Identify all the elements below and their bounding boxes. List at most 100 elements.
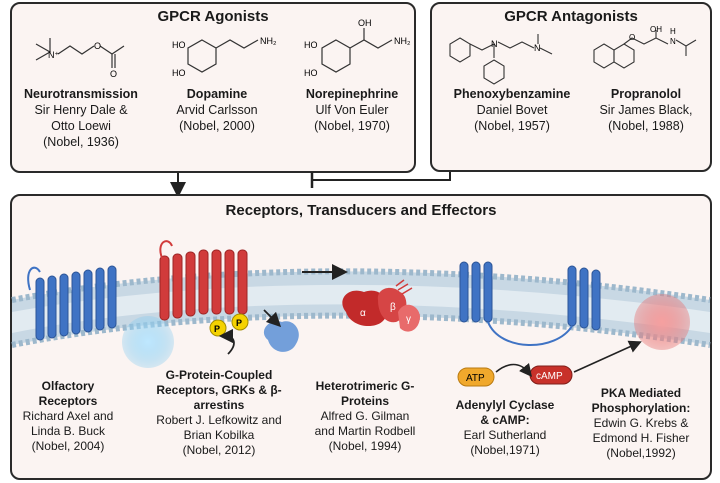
atp-pill [457, 367, 495, 387]
label-name: Proteins [340, 394, 389, 408]
agonist-dopamine: Dopamine Arvid Carlsson (Nobel, 2000) [162, 86, 272, 134]
atp-label: ATP [466, 373, 485, 384]
agonist-line: Arvid Carlsson [176, 103, 258, 117]
norepinephrine-structure: HO HO OH NH₂ [304, 18, 411, 78]
agonists-title: GPCR Agonists [157, 8, 269, 25]
agonist-name: Norepinephrine [305, 87, 399, 101]
antagonist-name: Propranolol [610, 87, 682, 101]
label-line: and Martin Rodbell [314, 424, 416, 438]
agonist-line: (Nobel, 2000) [179, 119, 255, 133]
atp-to-camp-arrow [495, 363, 533, 377]
gamma-label: γ [406, 314, 411, 325]
label-olfactory: Olfactory Receptors Richard Axel and Lin… [18, 379, 118, 454]
label-line: Alfred G. Gilman [320, 409, 410, 423]
label-name: Adenylyl Cyclase [455, 398, 555, 412]
acetylcholine-structure: N⁺ O O [35, 38, 125, 79]
alpha-label: α [360, 308, 366, 319]
adenylyl-cyclase [459, 261, 601, 331]
phospho-label-2: P [236, 318, 242, 328]
nplus-label: N⁺ [48, 50, 59, 60]
agonist-line: Sir Henry Dale & [34, 103, 128, 117]
gpcr-red-receptor [159, 249, 248, 321]
label-line: (Nobel,1971) [470, 443, 540, 457]
prop-n: N [670, 37, 676, 46]
label-name: Receptors, GRKs & β- [156, 383, 282, 397]
norepi-ho-2: HO [304, 68, 318, 78]
beta-label: β [390, 302, 396, 313]
dopamine-ho-1: HO [172, 40, 186, 50]
antagonist-line: Sir James Black, [599, 103, 693, 117]
label-line: Earl Sutherland [463, 428, 547, 442]
pka-protein [634, 294, 690, 350]
label-gpcr: G-Protein-Coupled Receptors, GRKs & β- a… [144, 368, 294, 458]
label-line: Linda B. Buck [30, 424, 106, 438]
label-line: Brian Kobilka [183, 428, 255, 442]
ester-o-label: O [94, 41, 101, 51]
label-line: (Nobel, 2012) [182, 443, 256, 457]
agonist-name: Neurotransmission [24, 87, 138, 101]
gpcr-ligand-cloud [122, 316, 174, 368]
agonist-neurotransmission: Neurotransmission Sir Henry Dale & Otto … [16, 86, 146, 150]
antagonist-name: Phenoxybenzamine [453, 87, 571, 101]
antagonist-inhibit-line [312, 172, 451, 181]
antagonist-phenoxybenzamine: Phenoxybenzamine Daniel Bovet (Nobel, 19… [442, 86, 582, 134]
norepi-oh: OH [358, 18, 372, 28]
label-pka: PKA Mediated Phosphorylation: Edwin G. K… [574, 386, 708, 461]
antagonist-line: (Nobel, 1957) [474, 119, 550, 133]
antagonist-line: (Nobel, 1988) [608, 119, 684, 133]
agonist-line: (Nobel, 1970) [314, 119, 390, 133]
label-line: (Nobel, 1994) [328, 439, 402, 453]
label-name: G-Protein-Coupled [165, 368, 273, 382]
label-gprotein: Heterotrimeric G- Proteins Alfred G. Gil… [300, 379, 430, 454]
antagonist-propranolol: Propranolol Sir James Black, (Nobel, 198… [582, 86, 710, 134]
label-name: PKA Mediated [600, 386, 682, 400]
dopamine-structure: HO HO NH₂ [172, 36, 277, 78]
label-line: Richard Axel and [22, 409, 114, 423]
olfactory-loop [27, 266, 41, 291]
label-line: (Nobel, 2004) [31, 439, 105, 453]
olfactory-receptor [35, 265, 117, 341]
agonist-name: Dopamine [186, 87, 248, 101]
norepi-ho-1: HO [304, 40, 318, 50]
norepi-nh2: NH₂ [394, 36, 411, 46]
label-adenylyl: Adenylyl Cyclase & cAMP: Earl Sutherland… [446, 398, 564, 458]
phospho-2 [231, 313, 249, 331]
label-name: & cAMP: [480, 413, 530, 427]
g-protein-complex [342, 279, 420, 332]
agonist-line: Ulf Von Euler [315, 103, 389, 117]
dopamine-ho-2: HO [172, 68, 186, 78]
carbonyl-o-label: O [110, 69, 117, 79]
pb-n1: N [491, 39, 498, 49]
phospho-label-1: P [214, 324, 220, 334]
agonist-norepinephrine: Norepinephrine Ulf Von Euler (Nobel, 197… [292, 86, 412, 134]
phenoxybenzamine-structure: N N [449, 34, 553, 85]
label-line: Robert J. Lefkowitz and [156, 413, 282, 427]
receptors-title: Receptors, Transducers and Effectors [225, 202, 497, 219]
camp-label: cAMP [536, 371, 563, 382]
dopamine-nh2: NH₂ [260, 36, 277, 46]
antagonist-line: Daniel Bovet [476, 103, 548, 117]
arrestin-shape [263, 321, 299, 352]
label-line: Edwin G. Krebs & [593, 416, 689, 430]
agonist-line: Otto Loewi [51, 119, 111, 133]
antagonists-title: GPCR Antagonists [504, 8, 638, 25]
propranolol-structure: O OH H N [593, 26, 697, 69]
label-name: Olfactory [41, 379, 95, 393]
arrestin-arrow [263, 309, 282, 328]
label-line: Edmond H. Fisher [592, 431, 690, 445]
label-name: arrestins [193, 398, 245, 412]
prop-h: H [670, 27, 676, 36]
prop-oh: OH [650, 26, 662, 34]
agonist-line: (Nobel, 1936) [43, 135, 119, 149]
antagonists-panel: GPCR Antagonists N N O OH H N Phenoxy [430, 2, 712, 172]
pb-n2: N [534, 43, 541, 53]
label-name: Phosphorylation: [591, 401, 691, 415]
camp-to-pka-arrow [573, 340, 642, 373]
gpcr-loop [159, 240, 173, 259]
agonists-panel: GPCR Agonists N⁺ O O HO HO NH₂ HO [10, 2, 416, 173]
prop-o: O [629, 33, 635, 42]
label-name: Receptors [38, 394, 98, 408]
gpcr-curved-arrow [218, 328, 235, 355]
